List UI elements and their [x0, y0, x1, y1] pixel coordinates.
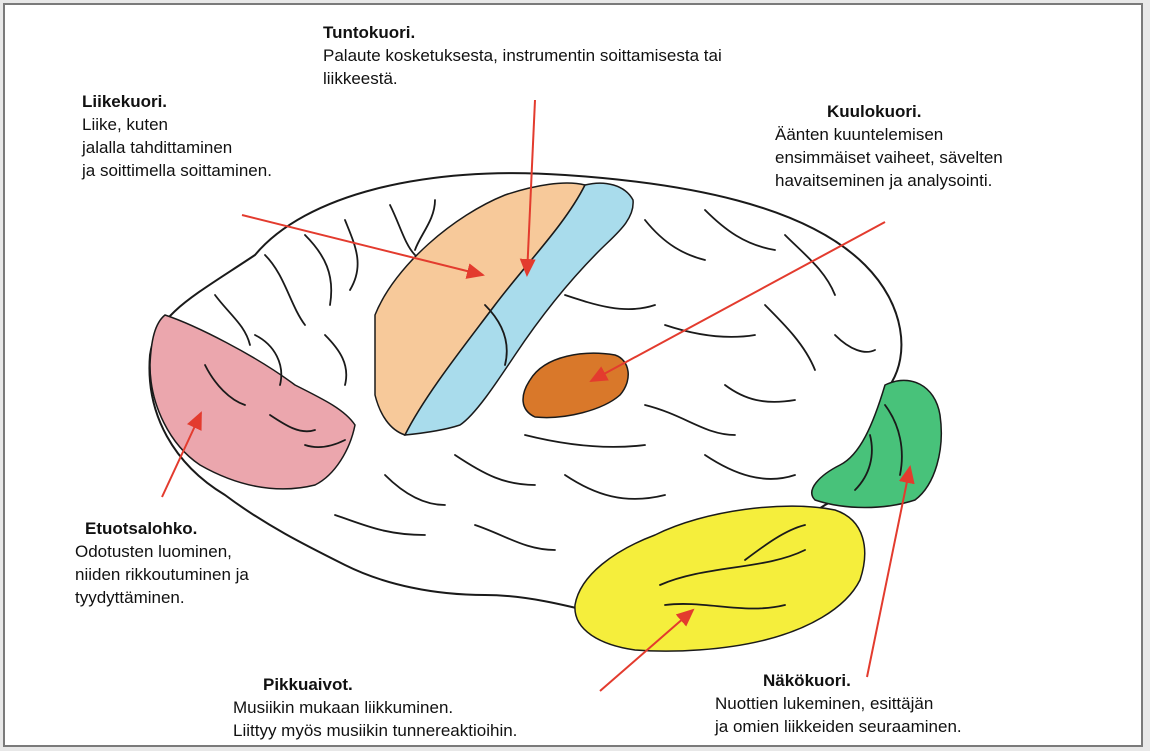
label-liikekuori-text: Liike, kuten jalalla tahdittaminen ja so…	[82, 113, 402, 182]
label-etuotsalohko-text: Odotusten luominen, niiden rikkoutuminen…	[75, 540, 375, 609]
label-pikkuaivot-title: Pikkuaivot.	[263, 673, 693, 696]
label-etuotsalohko: Etuotsalohko. Odotusten luominen, niiden…	[75, 517, 375, 609]
diagram-frame: Tuntokuori. Palaute kosketuksesta, instr…	[3, 3, 1143, 747]
label-tuntokuori: Tuntokuori. Palaute kosketuksesta, instr…	[323, 21, 923, 90]
label-liikekuori-title: Liikekuori.	[82, 90, 402, 113]
label-kuulokuori-title: Kuulokuori.	[827, 100, 1115, 123]
label-pikkuaivot-text: Musiikin mukaan liikkuminen. Liittyy myö…	[233, 696, 693, 742]
label-pikkuaivot: Pikkuaivot. Musiikin mukaan liikkuminen.…	[233, 673, 693, 742]
label-nakokuori-title: Näkökuori.	[763, 669, 1135, 692]
label-nakokuori-text: Nuottien lukeminen, esittäjän ja omien l…	[715, 692, 1135, 738]
label-tuntokuori-title: Tuntokuori.	[323, 21, 923, 44]
label-tuntokuori-text: Palaute kosketuksesta, instrumentin soit…	[323, 44, 923, 90]
label-nakokuori: Näkökuori. Nuottien lukeminen, esittäjän…	[715, 669, 1135, 738]
label-etuotsalohko-title: Etuotsalohko.	[85, 517, 375, 540]
label-liikekuori: Liikekuori. Liike, kuten jalalla tahditt…	[82, 90, 402, 182]
label-kuulokuori: Kuulokuori. Äänten kuuntelemisen ensimmä…	[775, 100, 1115, 192]
label-kuulokuori-text: Äänten kuuntelemisen ensimmäiset vaiheet…	[775, 123, 1115, 192]
